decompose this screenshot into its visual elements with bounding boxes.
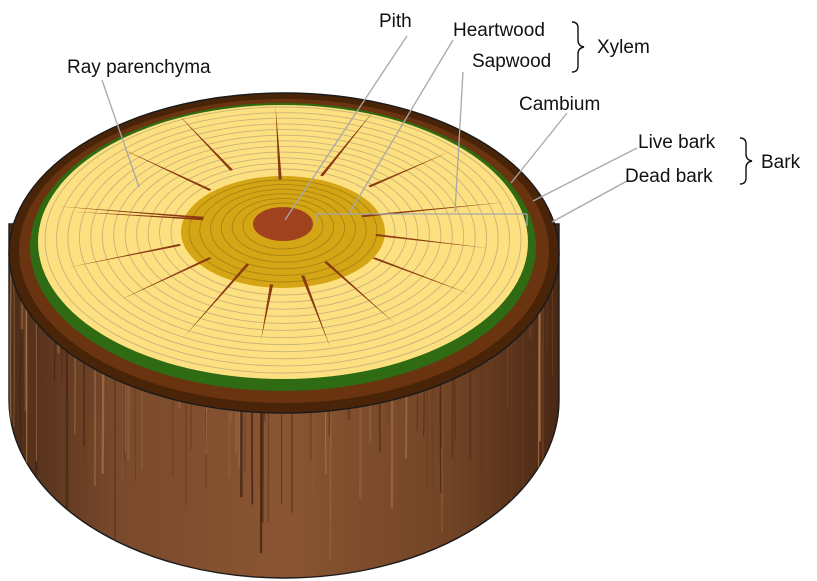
trunk-top xyxy=(9,93,559,413)
dead-bark-leader xyxy=(552,181,627,222)
label-pith: Pith xyxy=(379,11,412,32)
xylem-bracket xyxy=(572,22,584,72)
label-heartwood: Heartwood xyxy=(453,20,545,41)
label-bark: Bark xyxy=(761,152,801,173)
label-dead-bark: Dead bark xyxy=(625,166,713,187)
live-bark-leader xyxy=(533,148,637,201)
label-ray-parenchyma: Ray parenchyma xyxy=(67,57,211,78)
label-live-bark: Live bark xyxy=(638,132,716,153)
cambium-leader xyxy=(511,113,567,183)
label-cambium: Cambium xyxy=(519,94,600,115)
label-sapwood: Sapwood xyxy=(472,51,551,72)
pith-core xyxy=(253,207,313,241)
bark-bracket xyxy=(740,138,752,184)
label-xylem: Xylem xyxy=(597,37,650,58)
